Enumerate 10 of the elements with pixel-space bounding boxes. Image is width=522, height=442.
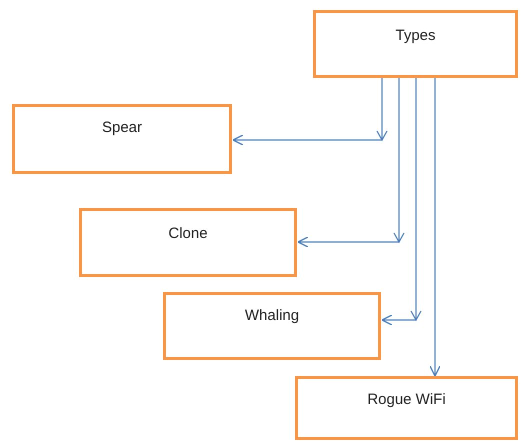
box-label: Spear bbox=[102, 118, 142, 138]
box-label: Whaling bbox=[244, 306, 300, 326]
process-box bbox=[313, 10, 518, 78]
process-box bbox=[79, 208, 297, 277]
process-box bbox=[12, 104, 232, 174]
box-label: Clone bbox=[168, 224, 208, 244]
box-label: Types bbox=[395, 26, 436, 46]
box-label: Rogue WiFi bbox=[367, 390, 446, 410]
process-box bbox=[295, 376, 518, 440]
process-box bbox=[163, 292, 381, 360]
